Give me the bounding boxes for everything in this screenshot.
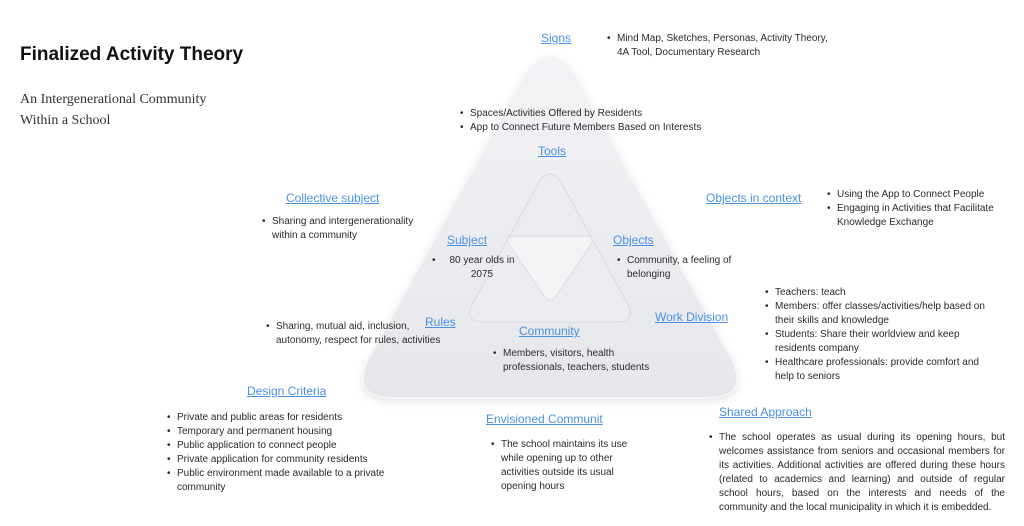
signs-list: Mind Map, Sketches, Personas, Activity T… — [605, 32, 837, 60]
list-item: Sharing and intergenerationality within … — [262, 215, 432, 243]
objects-list: Community, a feeling of belonging — [615, 254, 732, 282]
list-item: Public application to connect people — [167, 439, 407, 453]
subject-link[interactable]: Subject — [447, 233, 488, 247]
objects-link[interactable]: Objects — [613, 233, 654, 247]
list-item: The school operates as usual during its … — [709, 431, 1005, 515]
design-criteria-link[interactable]: Design Criteria — [247, 384, 327, 398]
tools-link[interactable]: Tools — [538, 144, 567, 158]
list-item: Private and public areas for residents — [167, 411, 407, 425]
shared-approach-list: The school operates as usual during its … — [707, 431, 1005, 515]
community-link[interactable]: Community — [519, 324, 580, 338]
list-item: Students: Share their worldview and keep… — [765, 328, 995, 356]
work-division-list: Teachers: teach Members: offer classes/a… — [763, 286, 995, 384]
list-item: Mind Map, Sketches, Personas, Activity T… — [607, 32, 837, 60]
objects-in-context-list: Using the App to Connect People Engaging… — [825, 188, 1017, 230]
signs-link[interactable]: Signs — [541, 31, 572, 45]
envisioned-community-list: The school maintains its use while openi… — [489, 438, 641, 494]
list-item: Community, a feeling of belonging — [617, 254, 732, 282]
list-item: Sharing, mutual aid, inclusion, autonomy… — [266, 320, 456, 348]
page-title: Finalized Activity Theory — [20, 44, 244, 65]
work-division-link[interactable]: Work Division — [655, 310, 729, 324]
collective-subject-list: Sharing and intergenerationality within … — [260, 215, 432, 243]
list-item: Engaging in Activities that Facilitate K… — [827, 202, 1017, 230]
shared-approach-link[interactable]: Shared Approach — [719, 405, 812, 419]
subject-list: 80 year olds in 2075 — [430, 254, 522, 282]
rules-list: Sharing, mutual aid, inclusion, autonomy… — [264, 320, 456, 348]
list-item: Using the App to Connect People — [827, 188, 1017, 202]
collective-subject-link[interactable]: Collective subject — [286, 191, 380, 205]
list-item: Private application for community reside… — [167, 453, 407, 467]
list-item: Healthcare professionals: provide comfor… — [765, 356, 995, 384]
list-item: Members, visitors, health professionals,… — [493, 347, 663, 375]
list-item: Public environment made available to a p… — [167, 467, 407, 495]
list-item: Members: offer classes/activities/help b… — [765, 300, 995, 328]
list-item: Temporary and permanent housing — [167, 425, 407, 439]
tools-list: Spaces/Activities Offered by Residents A… — [458, 107, 730, 135]
envisioned-community-link[interactable]: Envisioned Communit — [486, 412, 603, 426]
objects-in-context-link[interactable]: Objects in context — [706, 191, 802, 205]
list-item: 80 year olds in 2075 — [432, 254, 522, 282]
page-subtitle: An Intergenerational Community Within a … — [20, 92, 207, 128]
list-item: The school maintains its use while openi… — [491, 438, 641, 494]
list-item: App to Connect Future Members Based on I… — [460, 121, 730, 135]
list-item: Spaces/Activities Offered by Residents — [460, 107, 730, 121]
list-item: Teachers: teach — [765, 286, 995, 300]
design-criteria-list: Private and public areas for residents T… — [165, 411, 407, 495]
inverted-triangle — [507, 235, 593, 301]
community-list: Members, visitors, health professionals,… — [491, 347, 663, 375]
